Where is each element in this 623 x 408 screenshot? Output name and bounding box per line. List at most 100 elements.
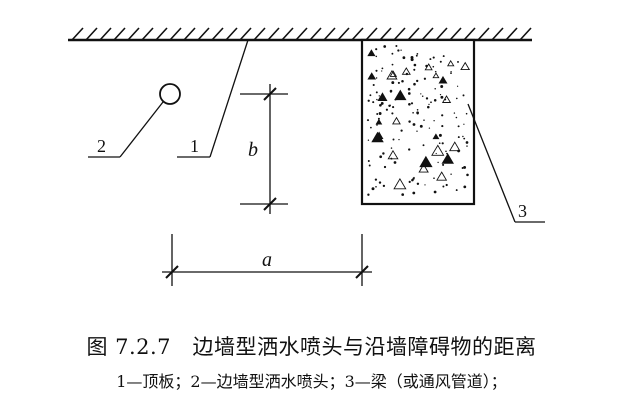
- aggregate-triangle: [386, 69, 398, 80]
- concrete-dot: [378, 181, 382, 184]
- aggregate-triangle: [393, 178, 407, 190]
- concrete-dot: [428, 127, 431, 129]
- concrete-dot: [416, 79, 419, 83]
- concrete-dot: [382, 152, 385, 155]
- concrete-dot: [377, 117, 380, 120]
- concrete-dot: [391, 81, 395, 85]
- concrete-dot: [450, 72, 452, 75]
- concrete-dot: [441, 125, 444, 128]
- concrete-dot: [408, 148, 411, 151]
- concrete-dot: [367, 159, 370, 163]
- hatch-stroke: [197, 27, 210, 41]
- concrete-dot: [389, 90, 392, 93]
- hatch-stroke: [239, 27, 252, 41]
- concrete-dot: [434, 70, 437, 73]
- concrete-dot: [420, 93, 422, 95]
- concrete-dot: [434, 87, 436, 90]
- concrete-dot: [392, 106, 395, 109]
- hatch-stroke: [435, 27, 448, 41]
- aggregate-triangle: [387, 149, 399, 160]
- concrete-dot: [375, 55, 378, 58]
- concrete-dot: [391, 112, 394, 115]
- concrete-dot: [428, 103, 430, 106]
- aggregate-triangle: [367, 49, 376, 57]
- concrete-dot: [442, 55, 445, 58]
- hatch-stroke: [295, 27, 308, 41]
- hatch-stroke: [141, 27, 154, 41]
- concrete-dot: [382, 184, 386, 188]
- concrete-dot: [370, 126, 372, 129]
- label-beam: 3: [518, 201, 527, 221]
- concrete-dot: [391, 63, 394, 66]
- concrete-dot: [385, 108, 388, 111]
- label-ceiling: 1: [190, 136, 199, 156]
- aggregate-triangle: [419, 155, 433, 168]
- hatch-stroke: [463, 27, 476, 41]
- concrete-dot: [441, 114, 444, 117]
- leader-line-3: [467, 103, 516, 223]
- concrete-dot: [383, 165, 387, 169]
- concrete-dot: [453, 112, 456, 114]
- concrete-dot: [379, 155, 383, 159]
- concrete-dot: [392, 138, 395, 141]
- concrete-dot: [390, 147, 393, 149]
- concrete-dot: [429, 58, 432, 61]
- hatch-stroke: [85, 27, 98, 41]
- hatch-stroke: [155, 27, 168, 41]
- figure-title: 图 7.2.7 边墙型洒水喷头与沿墙障碍物的距离: [86, 335, 537, 359]
- sprinkler-head: [159, 83, 181, 105]
- concrete-dot: [416, 53, 419, 55]
- concrete-dot: [455, 97, 458, 100]
- aggregate-triangle: [394, 89, 407, 101]
- concrete-dot: [433, 190, 437, 194]
- concrete-dot: [412, 123, 416, 126]
- concrete-dot: [412, 191, 416, 195]
- concrete-dot: [423, 119, 425, 121]
- hatch-stroke: [99, 27, 112, 41]
- concrete-dot: [432, 56, 435, 59]
- ceiling-hatching: [71, 27, 532, 41]
- hatch-stroke: [379, 27, 392, 41]
- leader-line-1: [209, 39, 249, 158]
- hatch-stroke: [407, 27, 420, 41]
- concrete-dot: [440, 95, 444, 99]
- hatch-stroke: [505, 27, 518, 41]
- concrete-dot: [423, 77, 427, 80]
- concrete-dot: [369, 94, 372, 97]
- concrete-dot: [413, 68, 416, 71]
- concrete-dot: [457, 125, 460, 128]
- hatch-stroke: [267, 27, 280, 41]
- concrete-dot: [456, 85, 459, 87]
- concrete-dot: [410, 58, 414, 62]
- aggregate-triangle: [431, 144, 445, 156]
- aggregate-triangle: [441, 153, 454, 164]
- hatch-stroke: [421, 27, 434, 41]
- aggregate-triangle: [432, 133, 440, 140]
- concrete-dot: [398, 138, 400, 141]
- concrete-dot: [419, 124, 423, 128]
- concrete-dot: [463, 165, 467, 169]
- concrete-dot: [410, 56, 414, 59]
- hatch-stroke: [477, 27, 490, 41]
- hatch-stroke: [183, 27, 196, 41]
- hatch-stroke: [211, 27, 224, 41]
- hatch-stroke: [393, 27, 406, 41]
- concrete-dot: [416, 109, 419, 111]
- aggregate-triangle: [389, 70, 398, 77]
- concrete-dot: [430, 101, 432, 104]
- concrete-dot: [372, 83, 375, 87]
- hatch-stroke: [491, 27, 504, 41]
- concrete-dot: [455, 189, 458, 192]
- concrete-dot: [366, 119, 370, 122]
- concrete-dot: [461, 167, 464, 169]
- concrete-dot: [367, 99, 370, 102]
- aggregate-triangle: [418, 163, 429, 173]
- concrete-dot: [397, 81, 400, 84]
- hatch-stroke: [113, 27, 126, 41]
- hatch-stroke: [337, 27, 350, 41]
- concrete-dot: [375, 77, 378, 79]
- concrete-dot: [433, 177, 435, 180]
- hatch-stroke: [309, 27, 322, 41]
- concrete-dot: [445, 150, 447, 153]
